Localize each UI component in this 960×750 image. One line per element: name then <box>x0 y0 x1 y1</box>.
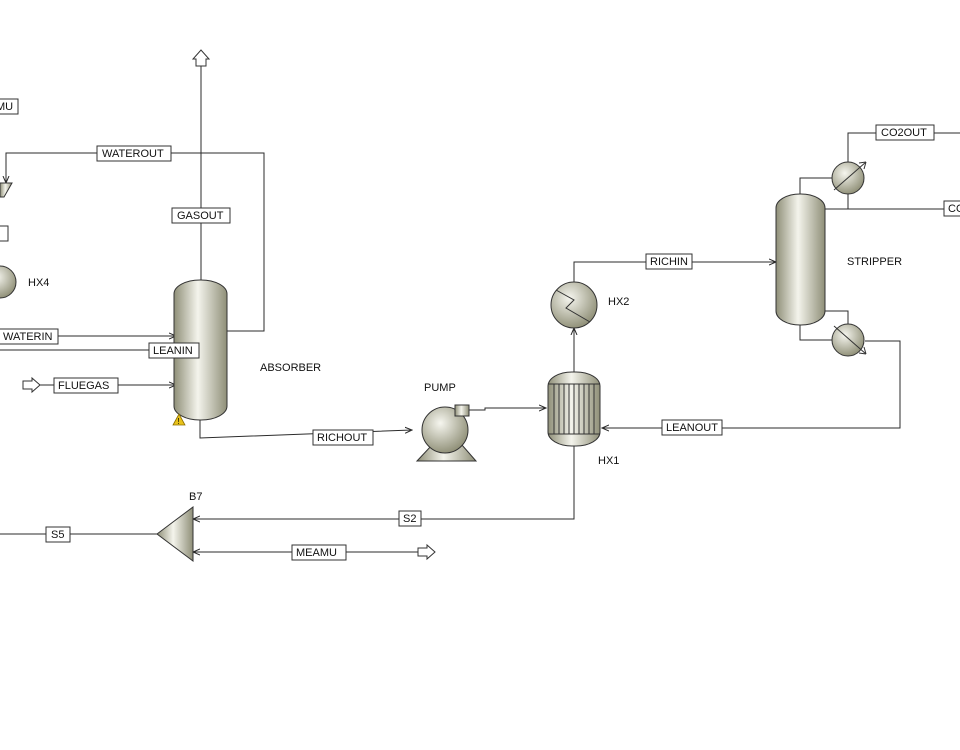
hx1-exchanger[interactable] <box>547 371 601 447</box>
reboiler[interactable] <box>831 323 867 357</box>
stripper-to-reboiler-line[interactable] <box>799 322 832 341</box>
svg-text:S2: S2 <box>403 513 416 525</box>
condenser[interactable] <box>831 161 867 195</box>
block-label-hx2: HX2 <box>608 296 629 308</box>
svg-text:MU: MU <box>0 101 13 113</box>
stream-label-waterin[interactable]: WATERIN <box>0 328 59 345</box>
stream-label-gasout[interactable]: GASOUT <box>171 207 231 224</box>
svg-text:RICHOUT: RICHOUT <box>317 432 367 444</box>
fluegas-inlet-arrow[interactable] <box>22 376 41 394</box>
b7-mixer[interactable] <box>156 506 194 562</box>
svg-text:FLUEGAS: FLUEGAS <box>58 380 109 392</box>
svg-text:GASOUT: GASOUT <box>177 210 224 222</box>
svg-text:WATERIN: WATERIN <box>3 331 53 343</box>
svg-text:!: ! <box>178 417 180 426</box>
richin-line[interactable] <box>573 262 776 285</box>
svg-text:WATEROUT: WATEROUT <box>102 148 164 160</box>
left-mixer[interactable] <box>0 182 13 198</box>
svg-text:RICHIN: RICHIN <box>650 256 688 268</box>
stream-label-s2[interactable]: S2 <box>398 510 422 527</box>
pump-to-hx1-line[interactable] <box>463 408 546 410</box>
svg-text:MEAMU: MEAMU <box>296 547 337 559</box>
stream-label-waterout[interactable]: WATEROUT <box>96 145 172 162</box>
block-label-absorber: ABSORBER <box>260 362 321 374</box>
reboiler-return-line[interactable] <box>825 310 849 324</box>
pump[interactable] <box>415 404 478 462</box>
stream-label-fluegas[interactable]: FLUEGAS <box>53 377 119 394</box>
stream-label-hx4-box[interactable] <box>0 225 9 242</box>
waterout-line[interactable] <box>6 152 265 332</box>
leanout-line[interactable] <box>602 340 901 428</box>
meamu-inlet-arrow[interactable] <box>417 543 436 561</box>
block-label-stripper: STRIPPER <box>847 256 902 268</box>
stream-label-leanout[interactable]: LEANOUT <box>661 419 723 436</box>
hx2-heater[interactable] <box>550 281 598 329</box>
block-label-pump: PUMP <box>424 382 456 394</box>
stream-label-meamu[interactable]: MEAMU <box>291 544 347 561</box>
svg-text:LEANIN: LEANIN <box>153 345 193 357</box>
stream-label-leanin[interactable]: LEANIN <box>148 342 200 359</box>
s2-line[interactable] <box>193 446 575 519</box>
stripper-to-condenser-line[interactable] <box>799 177 832 196</box>
hx4-cooler[interactable] <box>0 265 17 299</box>
gasout-outlet-arrow[interactable] <box>191 49 211 67</box>
stream-label-co2out[interactable]: CO2OUT <box>875 124 935 141</box>
block-label-hx1: HX1 <box>598 455 619 467</box>
stream-label-co[interactable]: CO <box>943 200 960 217</box>
warning-icon[interactable]: ! <box>172 413 186 426</box>
stream-label-richin[interactable]: RICHIN <box>645 253 693 270</box>
svg-text:CO2OUT: CO2OUT <box>881 127 927 139</box>
svg-text:CO: CO <box>948 203 960 215</box>
block-label-hx4: HX4 <box>28 277 49 289</box>
stream-label-richout[interactable]: RICHOUT <box>312 429 374 446</box>
stream-label-mu[interactable]: MU <box>0 98 19 115</box>
richout-line[interactable] <box>199 419 412 439</box>
svg-text:LEANOUT: LEANOUT <box>666 422 718 434</box>
stream-label-s5[interactable]: S5 <box>45 526 71 543</box>
block-label-b7: B7 <box>189 491 202 503</box>
stripper-column[interactable] <box>775 193 826 326</box>
svg-text:S5: S5 <box>51 529 64 541</box>
